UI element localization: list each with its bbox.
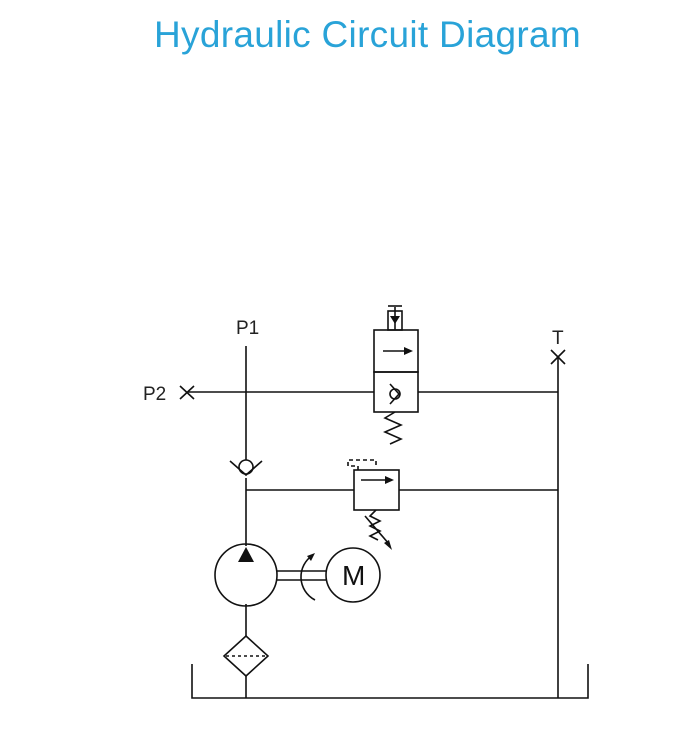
label-p2: P2 — [143, 384, 166, 405]
page-title: Hydraulic Circuit Diagram — [154, 14, 581, 55]
drive-shaft — [277, 553, 326, 601]
tank-return-line — [550, 349, 566, 698]
check-valve-p1 — [229, 459, 263, 477]
reservoir-tank — [191, 664, 589, 699]
electric-motor — [325, 547, 381, 603]
label-p1: P1 — [236, 318, 259, 339]
solenoid-directional-valve — [373, 305, 419, 445]
hydraulic-pump — [214, 543, 278, 607]
filter — [222, 634, 270, 678]
label-t: T — [552, 328, 564, 349]
label-motor: M — [342, 560, 365, 591]
pressure-line-p2 — [179, 385, 558, 400]
pressure-relief-valve — [347, 459, 400, 550]
